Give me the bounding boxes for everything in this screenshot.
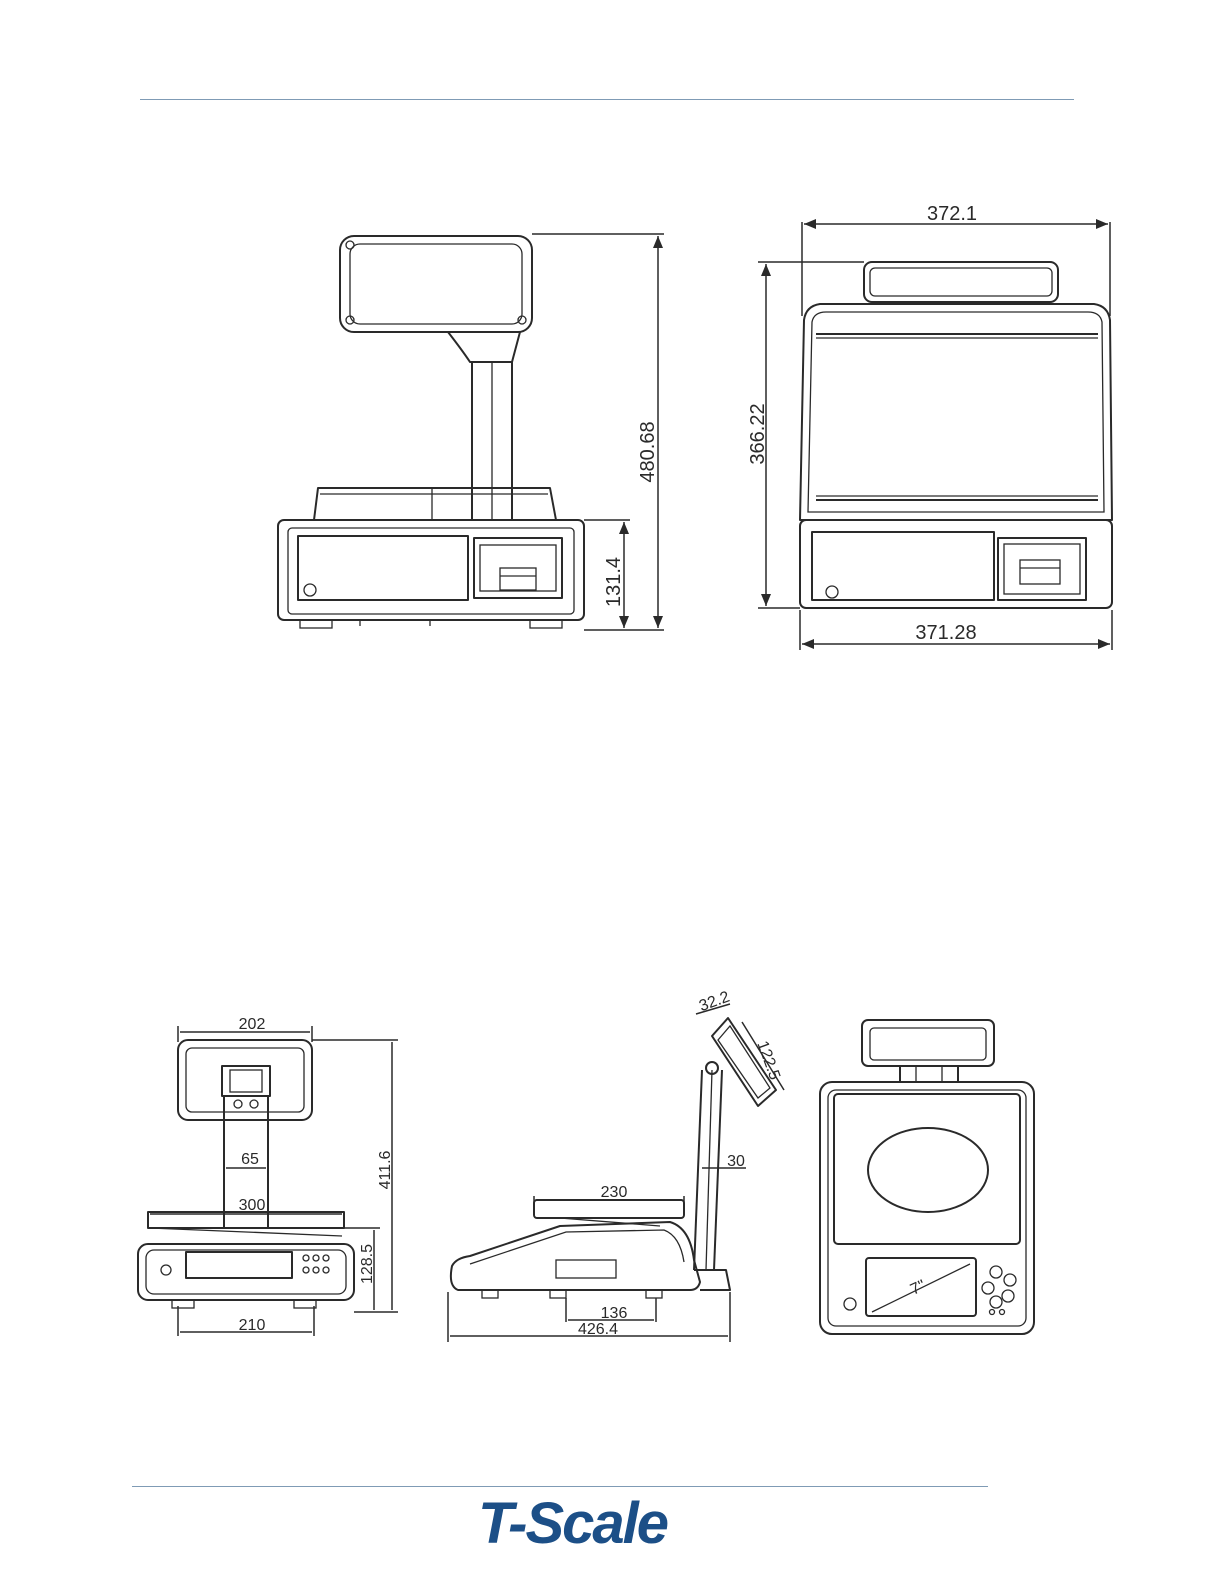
dim-210: 210 xyxy=(239,1317,266,1334)
small-side-view-drawing: 32.2 122.5 30 230 136 426.4 xyxy=(448,988,784,1342)
dim-202: 202 xyxy=(239,1016,266,1033)
dim-230: 230 xyxy=(601,1184,628,1201)
dim-480-68: 480.68 xyxy=(637,421,659,482)
dim-30: 30 xyxy=(727,1153,745,1170)
screen-size-label: 7" xyxy=(908,1277,928,1299)
dim-372-1: 372.1 xyxy=(927,203,977,225)
front-view-drawing: 372.1 366.22 371.28 xyxy=(747,203,1112,650)
small-front-view-drawing: 202 65 300 411.6 128.5 210 xyxy=(138,1016,398,1336)
dim-65: 65 xyxy=(241,1151,259,1168)
dim-32-2: 32.2 xyxy=(697,988,732,1015)
top-view-drawing: 7" xyxy=(820,1020,1034,1334)
t-scale-logo: T-Scale xyxy=(450,1490,695,1558)
dim-128-5: 128.5 xyxy=(359,1244,376,1284)
dim-371-28: 371.28 xyxy=(915,622,976,644)
bottom-divider xyxy=(132,1486,988,1487)
pole-scale-side-drawing: 480.68 131.4 xyxy=(278,234,664,630)
dim-300: 300 xyxy=(239,1197,266,1214)
dim-122-5: 122.5 xyxy=(753,1039,783,1083)
dim-426-4: 426.4 xyxy=(578,1321,618,1338)
dim-136: 136 xyxy=(601,1305,628,1322)
dim-366-22: 366.22 xyxy=(747,403,769,464)
dim-131-4: 131.4 xyxy=(603,557,625,607)
dim-411-6: 411.6 xyxy=(377,1150,394,1189)
